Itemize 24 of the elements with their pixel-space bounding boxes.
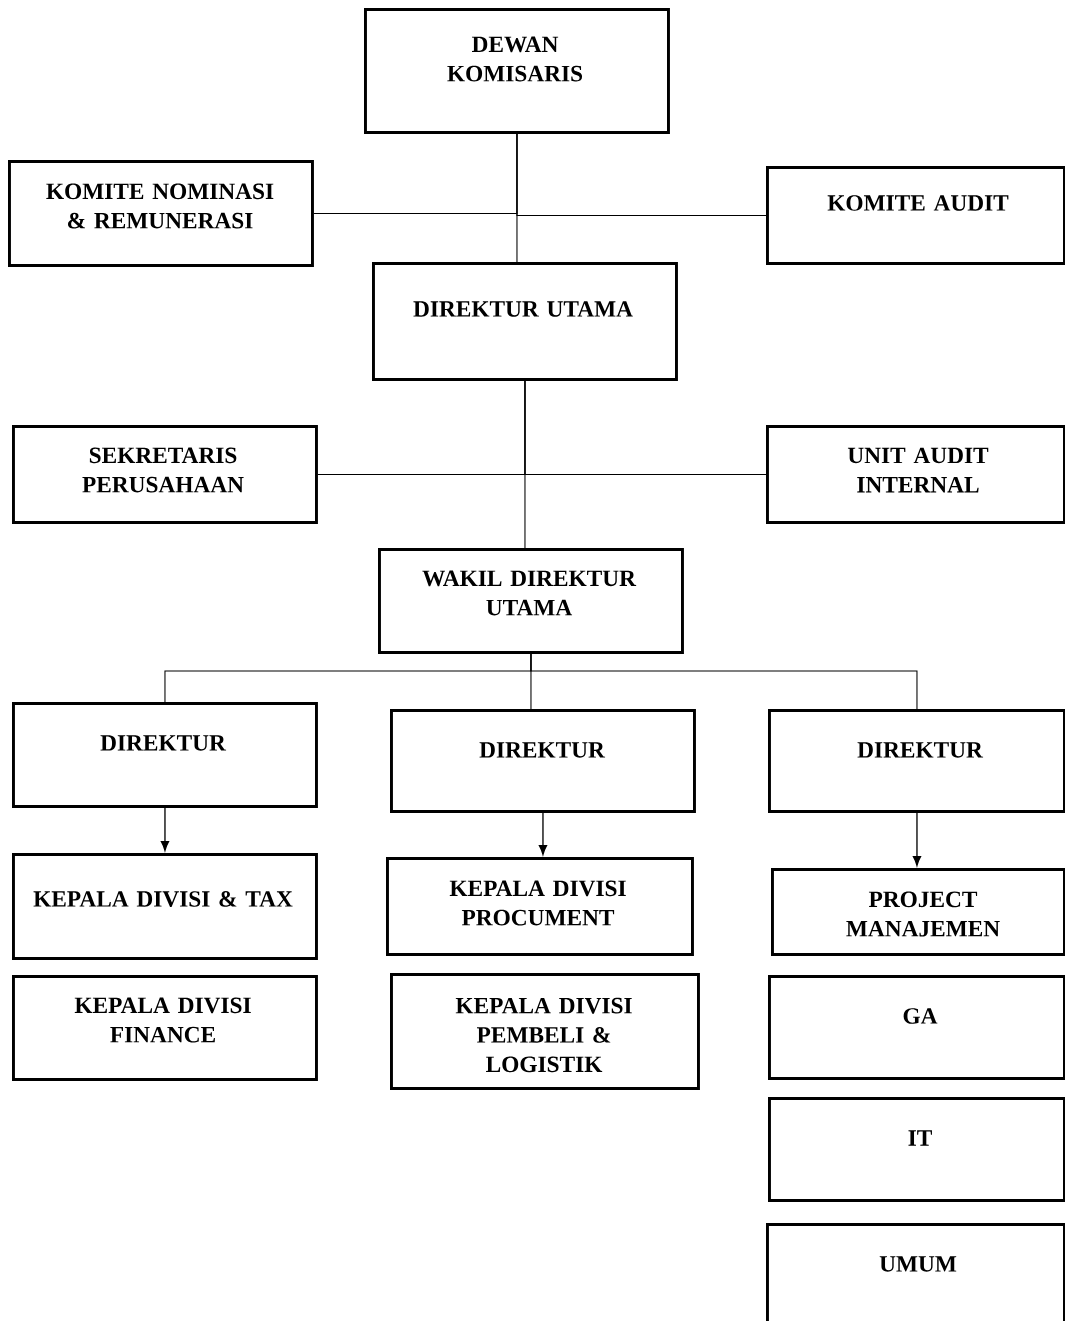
connector-line — [516, 133, 767, 216]
arrow — [912, 812, 922, 867]
org-box: PROJECT MANAJEMEN — [771, 868, 1065, 956]
org-box: UMUM — [766, 1223, 1065, 1321]
org-box: KEPALA DIVISI PROCUMENT — [386, 857, 694, 956]
org-box: SEKRETARIS PERUSAHAAN — [12, 425, 318, 524]
org-box: IT — [768, 1097, 1065, 1202]
org-box: DIREKTUR UTAMA — [372, 262, 678, 381]
org-box: KEPALA DIVISI & TAX — [12, 853, 318, 960]
arrow — [160, 807, 170, 851]
connector-line — [524, 380, 767, 475]
org-box: GA — [768, 975, 1065, 1080]
arrow — [538, 812, 548, 856]
org-box: KEPALA DIVISI PEMBELI & LOGISTIK — [390, 973, 700, 1090]
connector-line — [530, 653, 918, 710]
org-box: KOMITE AUDIT — [766, 166, 1065, 265]
org-box: DIREKTUR — [12, 702, 318, 808]
org-box: DEWAN KOMISARIS — [364, 8, 670, 134]
org-box: WAKIL DIREKTUR UTAMA — [378, 548, 684, 654]
org-box: DIREKTUR — [768, 709, 1065, 813]
org-box: KEPALA DIVISI FINANCE — [12, 975, 318, 1081]
org-box: KOMITE NOMINASI & REMUNERASI — [8, 160, 314, 267]
org-box: DIREKTUR — [390, 709, 696, 813]
org-box: UNIT AUDIT INTERNAL — [766, 425, 1065, 524]
